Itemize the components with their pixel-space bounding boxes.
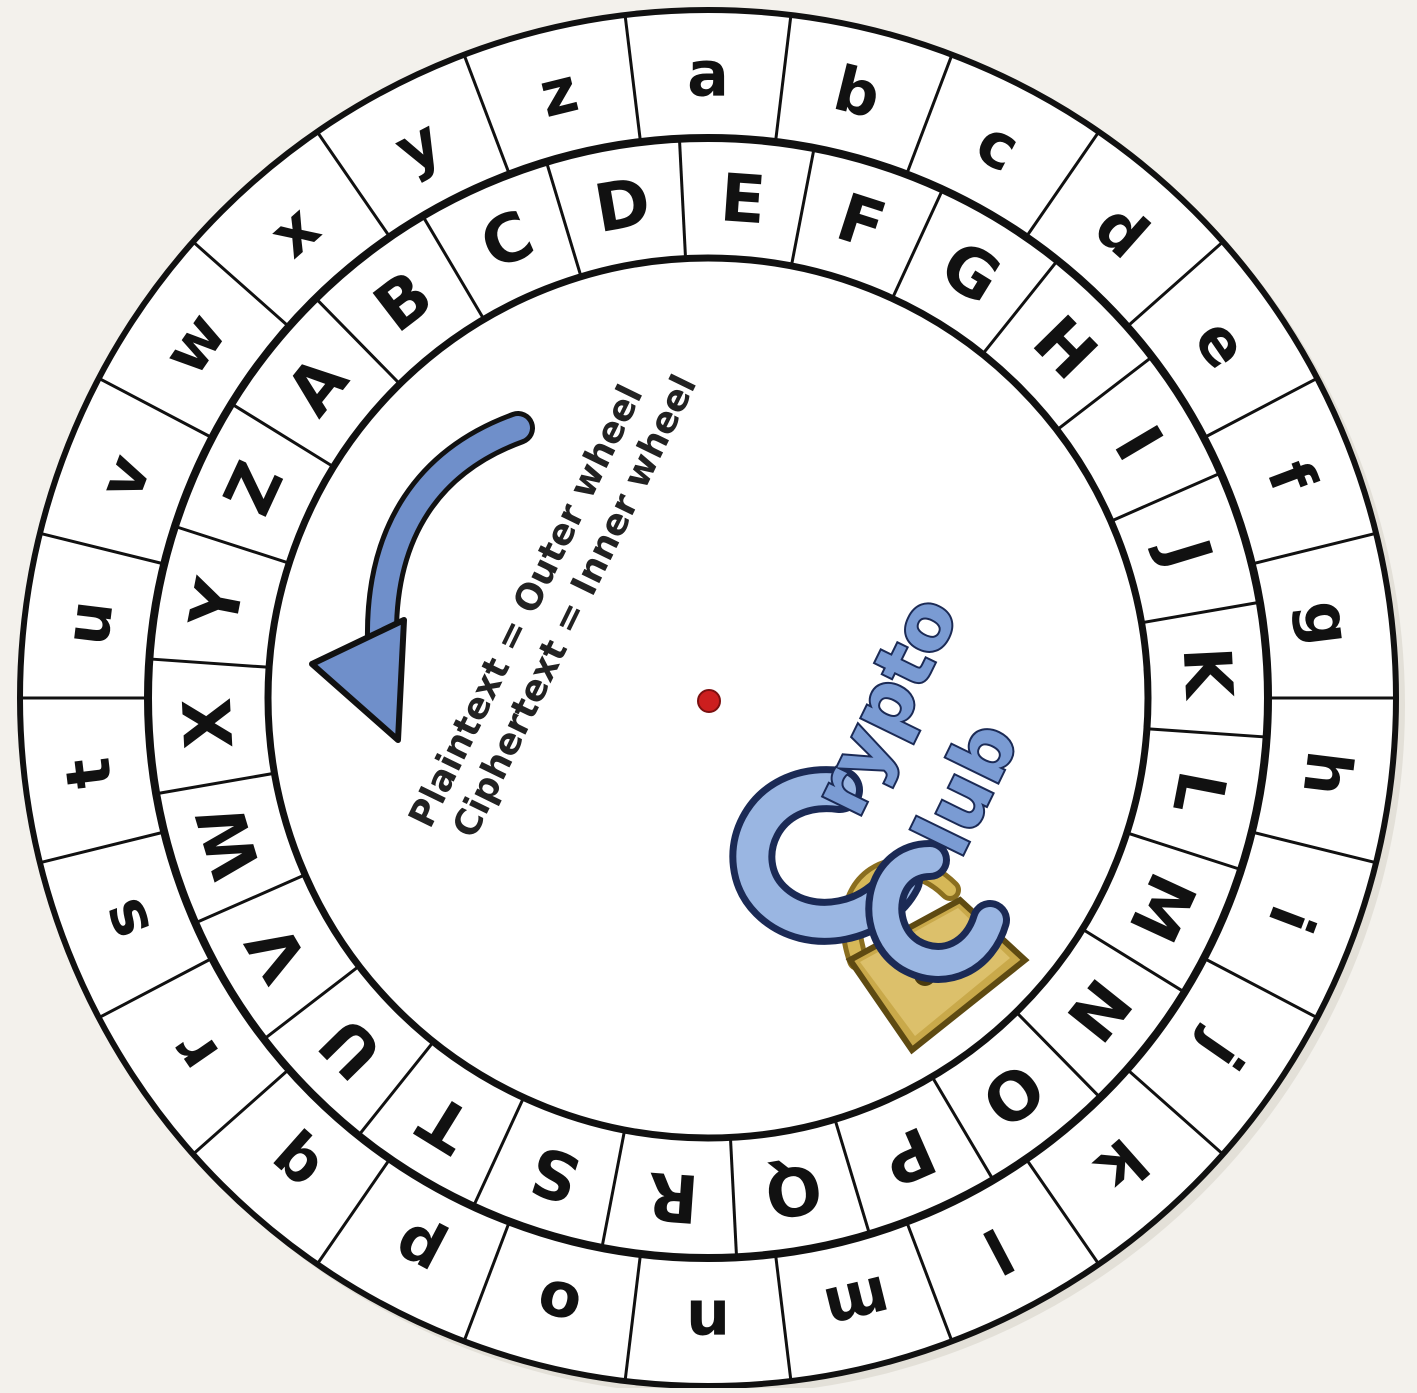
outer-letter-n: n	[686, 1286, 730, 1359]
outer-letter-a: a	[687, 38, 729, 111]
outer-letter-u: u	[50, 596, 128, 649]
inner-letter-E: E	[718, 159, 768, 239]
inner-letter-X: X	[169, 696, 248, 751]
inner-letter-K: K	[1168, 645, 1248, 703]
outer-letter-h: h	[1289, 747, 1367, 800]
inner-letter-R: R	[645, 1157, 701, 1237]
outer-letter-g: g	[1289, 596, 1367, 649]
pivot-dot	[698, 690, 720, 712]
